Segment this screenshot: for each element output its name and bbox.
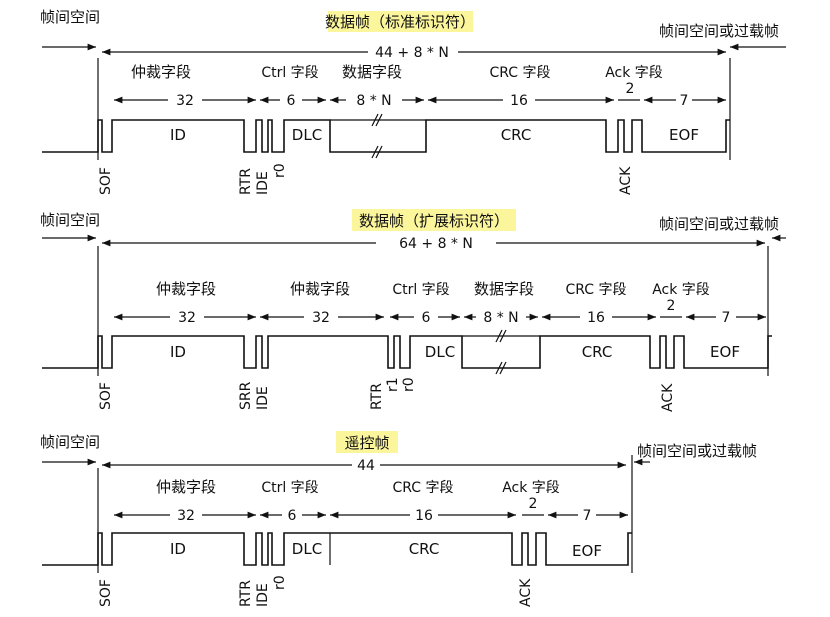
bit-ack: ACK — [660, 383, 676, 412]
data-break-mark — [495, 329, 507, 343]
box-crc: CRC — [409, 540, 440, 558]
count-control: 6 — [288, 508, 297, 524]
frame-title-highlight — [328, 11, 473, 32]
bit-r0: r0 — [272, 575, 288, 590]
count-ack: 2 — [529, 496, 538, 512]
count-control: 6 — [422, 310, 431, 326]
box-dlc: DLC — [292, 126, 322, 144]
bitstream-waveform — [42, 335, 772, 369]
field-label-arbitration: 仲裁字段 — [156, 478, 216, 496]
count-ack: 2 — [626, 81, 635, 97]
count-data: 8 * N — [356, 93, 391, 109]
bit-sof: SOF — [98, 167, 114, 195]
box-id: ID — [170, 343, 186, 361]
bit-r0: r0 — [401, 377, 417, 392]
count-control: 6 — [287, 93, 296, 109]
frame-title-highlight — [352, 209, 516, 231]
count-arbitration: 32 — [178, 310, 196, 326]
bit-sof: SOF — [98, 579, 114, 607]
field-label-control: Ctrl 字段 — [261, 480, 318, 496]
total-bit-count: 44 — [357, 458, 375, 474]
bit-rtr: RTR — [238, 580, 254, 607]
interframe-space-label: 帧间空间 — [40, 8, 100, 26]
count-crc: 16 — [510, 93, 528, 109]
field-label-ack: Ack 字段 — [502, 480, 560, 496]
count-ack: 2 — [667, 298, 676, 314]
count-data: 8 * N — [483, 310, 518, 326]
count-eof: 7 — [680, 93, 689, 109]
frame-title-highlight — [336, 431, 398, 453]
interframe-or-overload-label: 帧间空间或过载帧 — [659, 215, 779, 233]
box-crc: CRC — [582, 343, 613, 361]
bitstream-waveform — [42, 532, 632, 566]
box-id: ID — [170, 126, 186, 144]
interframe-space-label: 帧间空间 — [40, 211, 100, 229]
bit-sof: SOF — [98, 382, 114, 410]
box-eof: EOF — [669, 126, 699, 144]
bit-ide: IDE — [255, 583, 271, 607]
bit-ide: IDE — [255, 171, 271, 195]
count-arbitration-ext: 32 — [312, 310, 330, 326]
field-label-crc: CRC 字段 — [565, 282, 626, 298]
box-eof: EOF — [710, 343, 740, 361]
count-crc: 16 — [415, 508, 433, 524]
count-arbitration: 32 — [177, 508, 195, 524]
bit-ack: ACK — [618, 166, 634, 195]
bit-srr: SRR — [238, 381, 254, 410]
frame-title: 数据帧（标准标识符） — [325, 13, 475, 31]
count-crc: 16 — [587, 310, 605, 326]
count-eof: 7 — [583, 508, 592, 524]
interframe-or-overload-label: 帧间空间或过载帧 — [637, 442, 757, 460]
interframe-space-label: 帧间空间 — [40, 433, 100, 451]
field-label-arbitration: 仲裁字段 — [131, 63, 191, 81]
field-label-ack: Ack 字段 — [652, 282, 710, 298]
frame-remote: 遥控帧 帧间空间 帧间空间或过载帧 44 仲裁字段 Ctrl 字段 CRC 字段… — [40, 431, 757, 607]
bit-r0: r0 — [272, 163, 288, 178]
count-eof: 7 — [722, 310, 731, 326]
field-label-control: Ctrl 字段 — [261, 65, 318, 81]
field-label-crc: CRC 字段 — [392, 480, 453, 496]
bit-r1: r1 — [385, 377, 401, 392]
count-arbitration: 32 — [176, 93, 194, 109]
bitstream-waveform — [42, 119, 730, 153]
box-dlc: DLC — [292, 540, 322, 558]
field-label-arbitration: 仲裁字段 — [290, 280, 350, 298]
field-label-arbitration: 仲裁字段 — [156, 280, 216, 298]
box-crc: CRC — [501, 126, 532, 144]
field-label-crc: CRC 字段 — [489, 65, 550, 81]
frame-extended-data: 数据帧（扩展标识符） 帧间空间 帧间空间或过载帧 64 + 8 * N 仲裁字段… — [40, 209, 786, 412]
box-eof: EOF — [572, 542, 602, 560]
total-bit-count: 44 + 8 * N — [375, 45, 449, 61]
frame-standard-data: 数据帧（标准标识符） 帧间空间 帧间空间或过载帧 44 + 8 * N 仲裁字段… — [40, 8, 786, 195]
bit-rtr: RTR — [369, 383, 385, 410]
bit-ide: IDE — [255, 386, 271, 410]
data-break-mark — [371, 113, 383, 127]
bit-rtr: RTR — [238, 168, 254, 195]
box-id: ID — [170, 540, 186, 558]
box-dlc: DLC — [425, 343, 455, 361]
bit-ack: ACK — [518, 578, 534, 607]
frame-title: 数据帧（扩展标识符） — [359, 212, 509, 230]
interframe-or-overload-label: 帧间空间或过载帧 — [659, 22, 779, 40]
total-bit-count: 64 + 8 * N — [399, 236, 473, 252]
frame-title: 遥控帧 — [344, 434, 389, 452]
field-label-control: Ctrl 字段 — [392, 282, 449, 298]
field-label-data: 数据字段 — [342, 63, 402, 81]
field-label-ack: Ack 字段 — [605, 65, 663, 81]
field-label-data: 数据字段 — [474, 280, 534, 298]
